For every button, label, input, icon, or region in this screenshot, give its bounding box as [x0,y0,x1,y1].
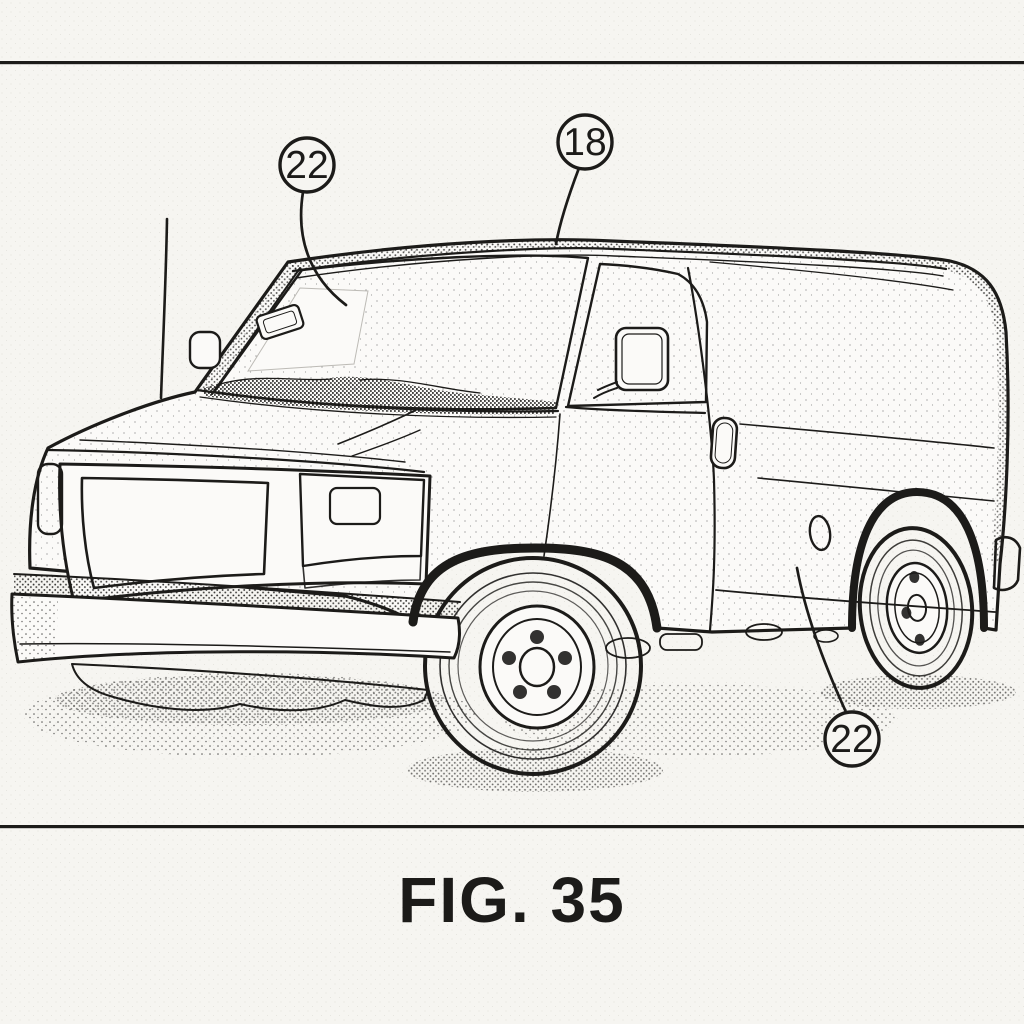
callout-circle [278,136,336,194]
rocker-step [659,633,703,651]
rocker-bracket [605,637,651,659]
rearview-mirror [255,303,305,341]
left-mirror-housing [188,330,222,370]
rear-tread-ring [869,539,963,677]
windshield-sticker [247,287,369,372]
leader-line [554,166,581,246]
van-illustration [10,217,1022,792]
front-tread-ring [448,581,618,751]
turn-signal-band [302,555,422,589]
hood-front-edge [46,448,426,474]
callout-18-roof: 18 [554,113,614,246]
rearview-mirror-glass [262,310,298,334]
side-mirror [614,326,670,392]
wiper-blades [219,377,481,394]
lug-nut [558,651,572,665]
body-crease-upper [739,423,995,449]
front-hub-face [492,618,582,716]
callout-22-body-side: 22 [795,566,881,768]
side-mirror-glass [621,333,663,385]
door-window-glass [566,262,709,408]
front-fascia [10,462,461,712]
leader-line [795,566,848,714]
antenna [159,217,169,400]
rearview-mirror-body [255,303,305,341]
front-tread-ring [439,572,627,760]
rocker-line [715,589,996,613]
door-seam [686,266,716,632]
side-window [566,262,709,408]
rear-edge-band [991,332,1009,564]
shadow-mid [505,684,895,756]
cowl-line [199,396,557,419]
bumper-end-cap-shading [11,596,58,662]
leader-line [299,190,348,307]
lug-nut [914,633,925,646]
door-handle-bezel [709,416,739,470]
hood-accent-line [337,409,417,445]
shadow-front-wheel [407,748,663,792]
lug-nut [513,685,527,699]
rear-tread-ring [877,549,955,667]
callout-circle [556,113,614,171]
bumper-top-shading [14,574,460,620]
front-cap-highlight [527,654,539,670]
window-sill-line [564,405,707,415]
front-tire [423,556,643,776]
rocker-bracket [745,623,783,641]
air-dam [71,663,429,712]
roof-shading [195,239,1009,564]
front-wheel-arch [408,543,662,633]
door-handle-grip [714,422,734,464]
top-rule [0,61,1024,65]
side-marker-light [36,462,64,536]
shadow-rear-wheel [820,675,1016,709]
fuel-door [808,514,832,552]
figure-label: FIG. 35 [398,864,625,936]
bumper-lip-line [19,642,451,653]
lug-nut [909,571,920,584]
front-center-cap [518,646,556,688]
upper-side-trim-line [709,261,954,291]
hood-accent-line [351,429,421,457]
drip-rail-line [295,254,944,279]
callout-number: 22 [830,718,873,761]
front-wheel [423,556,643,776]
wiper-area [204,376,556,415]
front-bumper [10,592,461,664]
shadow-front-dark [55,675,445,725]
bumper-top-edge [13,573,461,603]
bottom-rule [0,825,1024,829]
lug-nut [530,630,544,644]
front-tread-ring [457,590,609,742]
rear-wheel-arch [848,488,988,632]
callout-number: 18 [563,121,606,164]
body-crease-mid [757,477,995,502]
hood-crease [79,439,406,463]
rear-bumper-corner [992,535,1022,592]
windshield [204,254,590,415]
door-handle [709,416,739,470]
headlight [328,486,382,526]
lug-nut [502,651,516,665]
callout-circle [823,710,881,768]
callout-22-windshield: 22 [278,136,348,307]
callout-number: 22 [285,144,328,187]
fender-door-seam [543,413,561,557]
lug-nut [547,685,561,699]
grille [80,476,270,590]
rear-wheel [857,526,975,690]
drip-rail-line [291,247,948,273]
mirror-arm [593,381,618,399]
rear-tire [857,526,975,690]
ground-shadow [25,673,1016,792]
a-pillar-band [195,262,302,392]
